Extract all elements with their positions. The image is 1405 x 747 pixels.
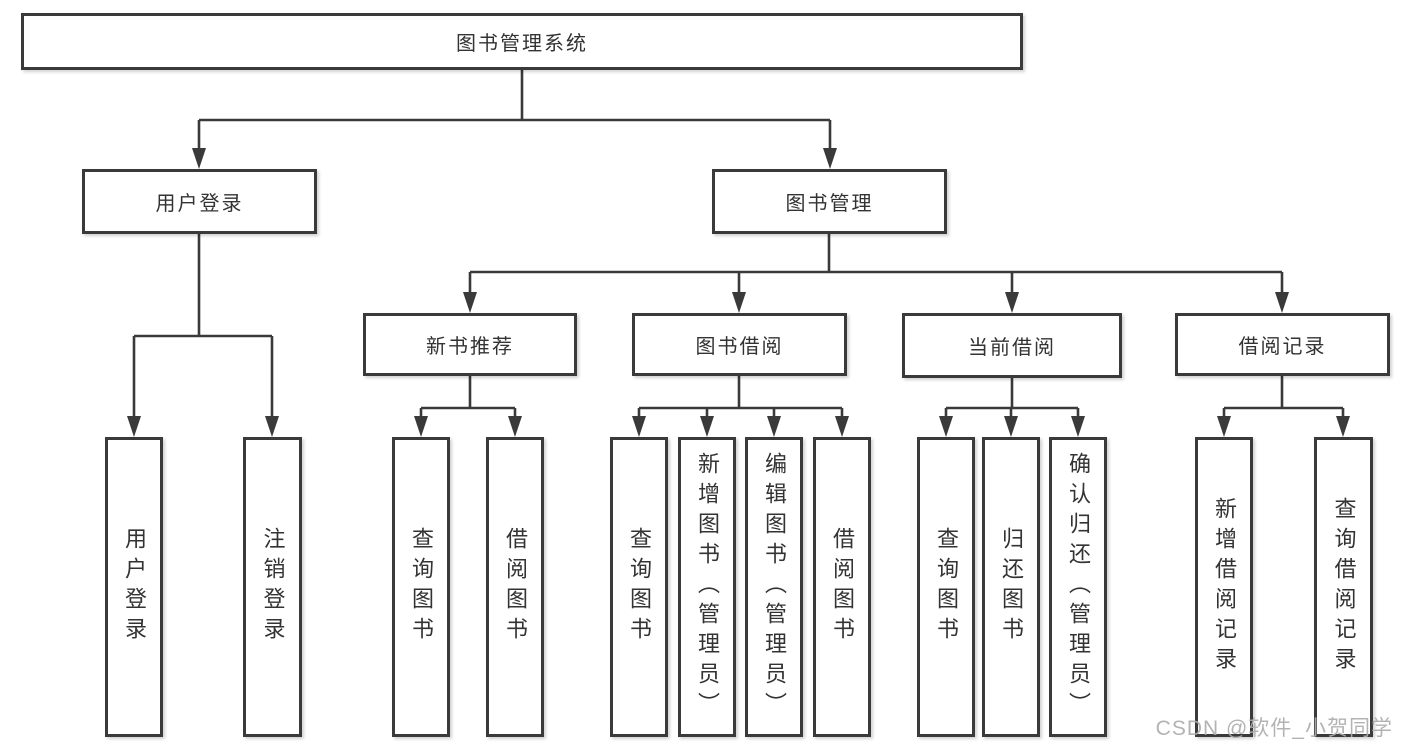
csdn-watermark: CSDN @软件_小贺同学 xyxy=(1155,717,1393,740)
leaf-user-login: 用户登录 xyxy=(105,437,163,737)
arrowhead-icon xyxy=(835,416,849,437)
arrowhead-icon xyxy=(508,416,522,437)
node-label: 当前借阅 xyxy=(968,337,1056,359)
arrowhead-icon xyxy=(414,416,428,437)
node-book-management: 图书管理 xyxy=(712,169,947,234)
leaf-return-book: 归还图书 xyxy=(982,437,1040,737)
arrowhead-icon xyxy=(1275,292,1289,313)
arrowhead-icon xyxy=(463,292,477,313)
arrowhead-icon xyxy=(192,148,206,169)
leaf-add-book-admin: 新增图书（管理员） xyxy=(678,437,736,737)
arrowhead-icon xyxy=(1217,416,1231,437)
node-label: 图书借阅 xyxy=(695,336,784,358)
node-label: 归还图书 xyxy=(999,527,1024,647)
arrowhead-icon xyxy=(1004,416,1018,437)
node-label: 新书推荐 xyxy=(426,336,514,358)
arrowhead-icon xyxy=(939,416,953,437)
arrowhead-icon xyxy=(823,148,837,169)
node-user-login: 用户登录 xyxy=(82,169,317,234)
leaf-add-borrow-record: 新增借阅记录 xyxy=(1195,437,1253,737)
leaf-borrow-book: 借阅图书 xyxy=(813,437,871,737)
leaf-query-borrow-record: 查询借阅记录 xyxy=(1314,437,1373,737)
node-current-borrowing: 当前借阅 xyxy=(902,313,1122,378)
arrowhead-icon xyxy=(1071,416,1085,437)
leaf-query-book-recommend: 查询图书 xyxy=(392,437,450,737)
leaf-query-book-current: 查询图书 xyxy=(917,437,975,737)
leaf-logout: 注销登录 xyxy=(243,437,302,737)
node-label: 查询图书 xyxy=(627,527,652,647)
leaf-borrow-book-recommend: 借阅图书 xyxy=(486,437,544,737)
node-label: 借阅记录 xyxy=(1238,336,1327,358)
node-library-management-system: 图书管理系统 xyxy=(21,13,1023,70)
tree-connector-path xyxy=(132,70,1345,420)
leaf-confirm-return-admin: 确认归还（管理员） xyxy=(1049,437,1107,737)
node-label: 新增借阅记录 xyxy=(1212,497,1237,677)
node-label: 编辑图书（管理员） xyxy=(762,452,787,722)
node-label: 借阅图书 xyxy=(830,527,855,647)
node-label: 确认归还（管理员） xyxy=(1066,452,1091,722)
node-label: 借阅图书 xyxy=(503,527,528,647)
arrowhead-icon xyxy=(632,416,646,437)
arrowhead-icon xyxy=(1336,416,1350,437)
arrowhead-icon xyxy=(127,416,141,437)
node-label: 新增图书（管理员） xyxy=(695,452,720,722)
arrowhead-icon xyxy=(767,416,781,437)
node-label: 用户登录 xyxy=(122,527,147,647)
node-label: 注销登录 xyxy=(260,527,286,647)
arrowhead-icon xyxy=(1005,292,1019,313)
node-new-book-recommend: 新书推荐 xyxy=(363,313,577,376)
node-label: 查询图书 xyxy=(409,527,434,647)
leaf-edit-book-admin: 编辑图书（管理员） xyxy=(745,437,803,737)
arrowheads xyxy=(127,148,1350,437)
node-label: 图书管理 xyxy=(785,193,874,215)
node-label: 用户登录 xyxy=(155,193,244,215)
node-book-borrowing: 图书借阅 xyxy=(632,313,847,376)
node-label: 查询借阅记录 xyxy=(1331,497,1357,677)
node-label: 图书管理系统 xyxy=(456,33,588,55)
node-borrowing-records: 借阅记录 xyxy=(1175,313,1390,376)
arrowhead-icon xyxy=(265,416,279,437)
arrowhead-icon xyxy=(732,292,746,313)
node-label: 查询图书 xyxy=(934,527,959,647)
leaf-query-book-borrow: 查询图书 xyxy=(610,437,668,737)
arrowhead-icon xyxy=(700,416,714,437)
